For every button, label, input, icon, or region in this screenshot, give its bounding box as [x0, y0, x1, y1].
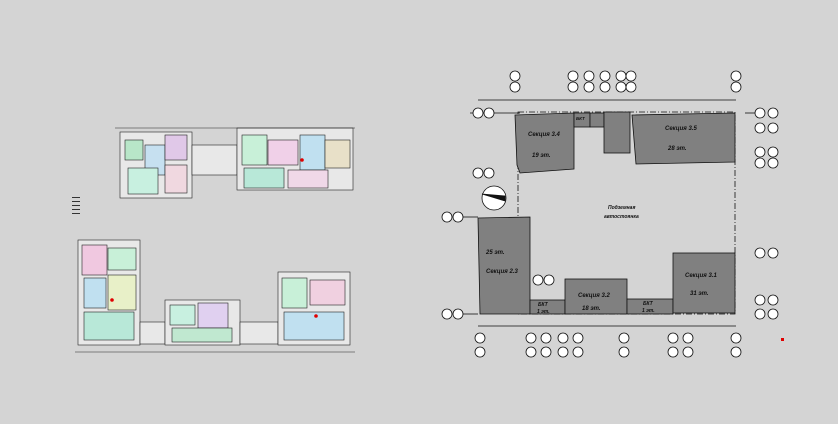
building-section-3-1	[672, 252, 736, 314]
section-2-3-name: Секция 2.3	[486, 269, 518, 275]
building-section-3-5	[631, 112, 736, 165]
annex-top-3	[603, 111, 631, 154]
floor-plan-top	[115, 127, 355, 199]
section-3-4-floors: 19 эт.	[532, 153, 551, 159]
floor-plan-bottom	[75, 239, 355, 353]
courtyard-label-1: Подземная	[608, 205, 635, 211]
building-section-3-4	[514, 112, 575, 174]
section-3-5-floors: 28 эт.	[667, 146, 687, 152]
site-plan	[462, 99, 760, 327]
annex-floors: 1 эт.	[537, 309, 550, 315]
courtyard-label-2: автостоянка	[604, 214, 639, 220]
section-3-5-name: Секция 3.5	[665, 126, 697, 132]
section-3-1-floors: 31 эт.	[690, 291, 709, 297]
grid-bubbles	[441, 70, 779, 358]
annex-floors-2: 1 эт.	[642, 308, 655, 314]
section-3-2-name: Секция 3.2	[578, 293, 610, 299]
section-3-4-name: Секция 3.4	[528, 132, 560, 138]
annex-top-label: БКТ	[576, 116, 586, 121]
annex-label: БКТ	[538, 302, 549, 308]
north-arrow-icon	[481, 185, 507, 211]
building-section-3-2	[564, 278, 628, 315]
section-2-3-floors: 25 эт.	[485, 250, 505, 256]
annex-top-2	[589, 112, 605, 128]
annex-label-2: БКТ	[643, 301, 654, 307]
section-3-1-name: Секция 3.1	[685, 273, 717, 279]
selection-marker	[781, 338, 784, 341]
building-section-2-3	[477, 216, 531, 315]
legend-block	[72, 197, 80, 214]
section-3-2-floors: 18 эт.	[582, 306, 601, 312]
